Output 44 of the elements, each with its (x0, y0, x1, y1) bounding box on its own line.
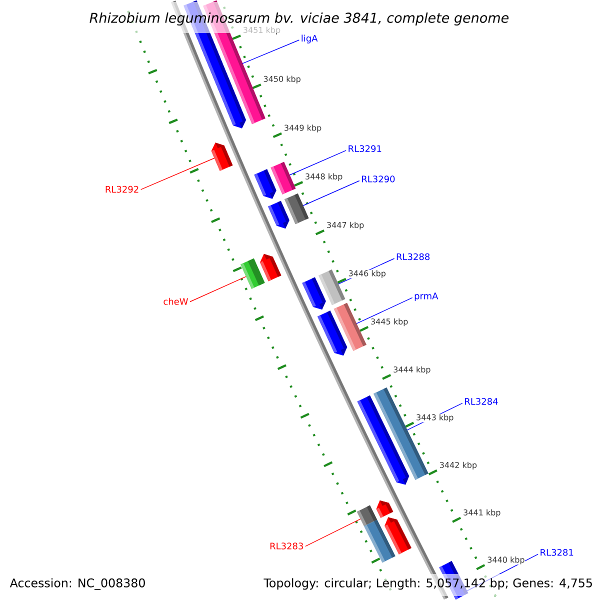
gene-label: RL3283 (270, 542, 303, 550)
leader-line (242, 40, 300, 64)
tick-label: 3451 kbp (242, 26, 281, 35)
tick-label: 3449 kbp (284, 124, 322, 133)
gene-label: cheW (164, 298, 188, 305)
gene-label: ligA (302, 34, 318, 44)
gene-label: RL3290 (362, 176, 395, 182)
tick-label: 3446 kbp (348, 270, 386, 278)
tick-label: 3448 kbp (304, 173, 343, 182)
gene-bar (318, 270, 346, 306)
gene-block (376, 500, 394, 518)
tick-label: 3442 kbp (439, 462, 478, 470)
gene-label: RL3288 (396, 253, 430, 260)
leader-line (289, 150, 346, 176)
leader-line (190, 276, 246, 302)
gene-label: prmA (414, 292, 438, 302)
leader-line (140, 158, 215, 190)
footer-text: Accession: NC_008380 (10, 578, 145, 590)
gene-label: RL3291 (348, 145, 382, 152)
tick-label: 3445 kbp (370, 318, 408, 326)
gene-bar (334, 302, 366, 351)
gene-label: RL3281 (540, 548, 574, 556)
footer-text: Topology: circular; Length: 5,057,142 bp; Genes: 4,755 (260, 574, 597, 596)
tick-label: 3450 kbp (262, 75, 302, 84)
leader-line (302, 180, 360, 206)
leader-line (305, 518, 361, 547)
tick-label: 3441 kbp (462, 508, 502, 518)
gene-label: RL3292 (106, 186, 138, 193)
gene-bar (240, 258, 265, 289)
gene-block (254, 169, 276, 199)
leader-line (466, 554, 538, 592)
gene-block (384, 517, 412, 554)
leader-line (356, 297, 413, 324)
gene-bar (284, 193, 309, 224)
tick-label: 3443 kbp (416, 414, 454, 422)
gene-bar (270, 162, 296, 194)
gene-label: RL3284 (465, 398, 498, 405)
gene-block (211, 142, 233, 171)
tick-label: 3447 kbp (326, 222, 364, 230)
gene-block (302, 277, 326, 310)
tick-label: 3444 kbp (392, 366, 432, 374)
tick-label: 3440 kbp (486, 556, 526, 565)
gene-block (260, 254, 282, 282)
gene-block (268, 200, 290, 229)
